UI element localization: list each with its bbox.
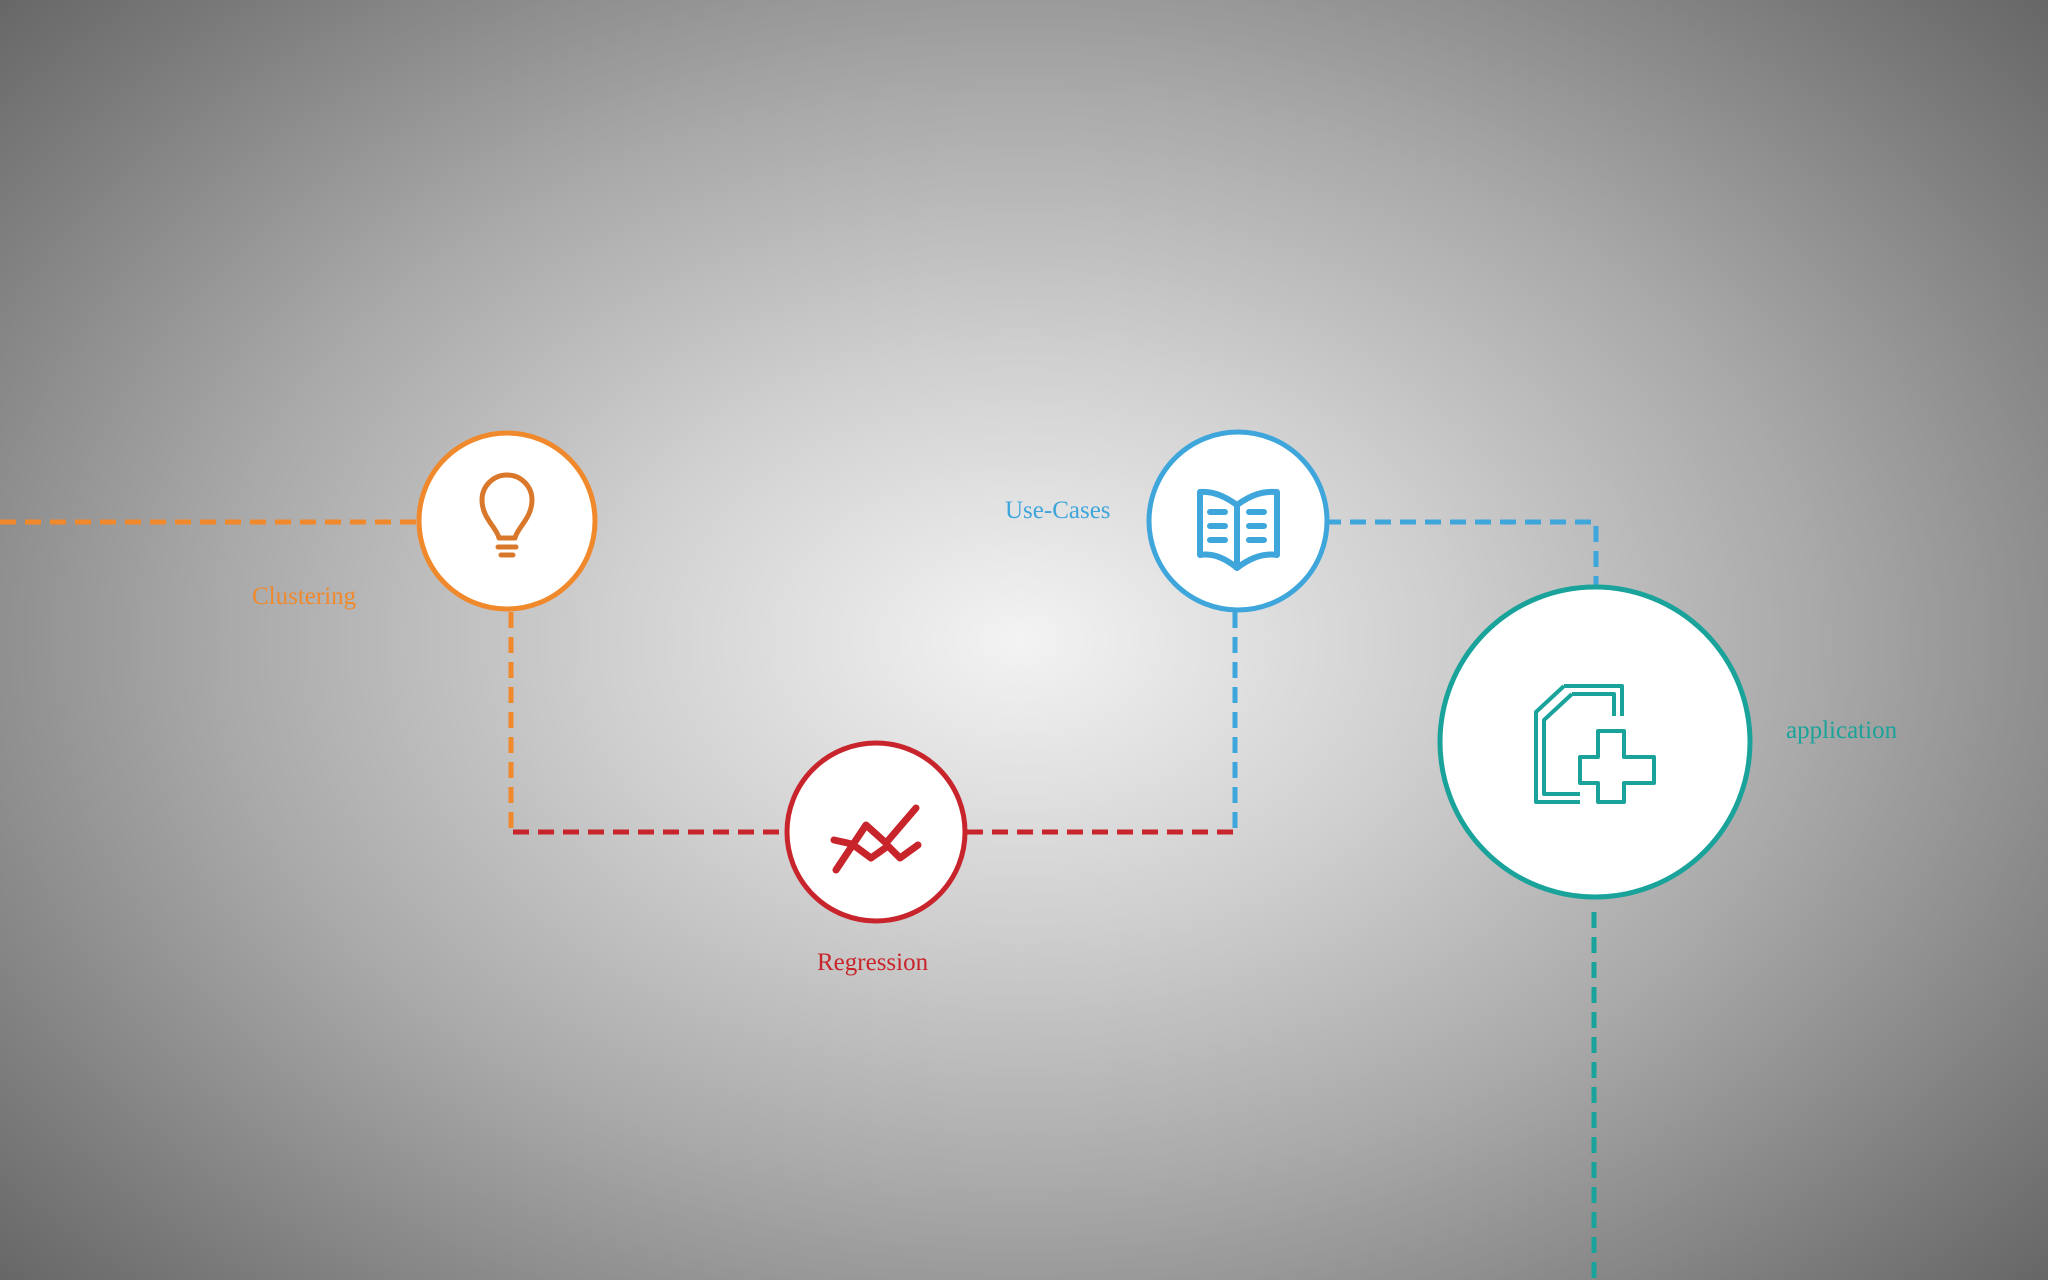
document-plus-icon <box>1534 684 1656 804</box>
application-label: application <box>1786 717 1898 744</box>
use-cases-label: Use-Cases <box>1005 497 1111 524</box>
connector-usecases-to-application <box>1325 519 1599 585</box>
node-clustering-circle <box>416 430 598 612</box>
node-clustering <box>416 430 598 612</box>
trend-chart-icon <box>830 804 922 874</box>
node-application <box>1437 584 1753 900</box>
regression-label: Regression <box>817 949 929 976</box>
node-use-cases <box>1146 429 1330 613</box>
connector-lines <box>0 519 1599 1280</box>
clustering-label: Clustering <box>252 583 357 610</box>
node-application-circle <box>1437 584 1753 900</box>
node-regression <box>784 740 968 924</box>
open-book-icon <box>1197 488 1280 571</box>
lightbulb-icon <box>479 472 535 558</box>
